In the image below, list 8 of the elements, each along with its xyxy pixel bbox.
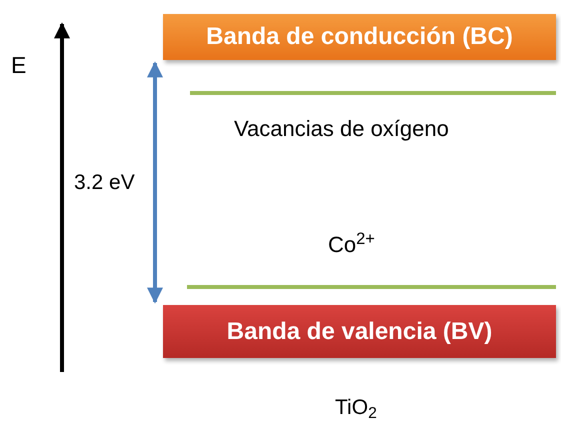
axis-label: E <box>11 51 26 80</box>
material-label: TiO$_{2}$ <box>335 395 377 424</box>
energy-band: Banda de valencia (BV) <box>163 305 556 358</box>
double-arrow <box>147 61 163 304</box>
level-label: Co$^{2+}$ <box>328 228 375 259</box>
edge-label: 3.2 eV <box>74 170 135 196</box>
level-label: Vacancias de oxígeno <box>234 115 449 143</box>
energy-band: Banda de conducción (BC) <box>163 14 556 60</box>
